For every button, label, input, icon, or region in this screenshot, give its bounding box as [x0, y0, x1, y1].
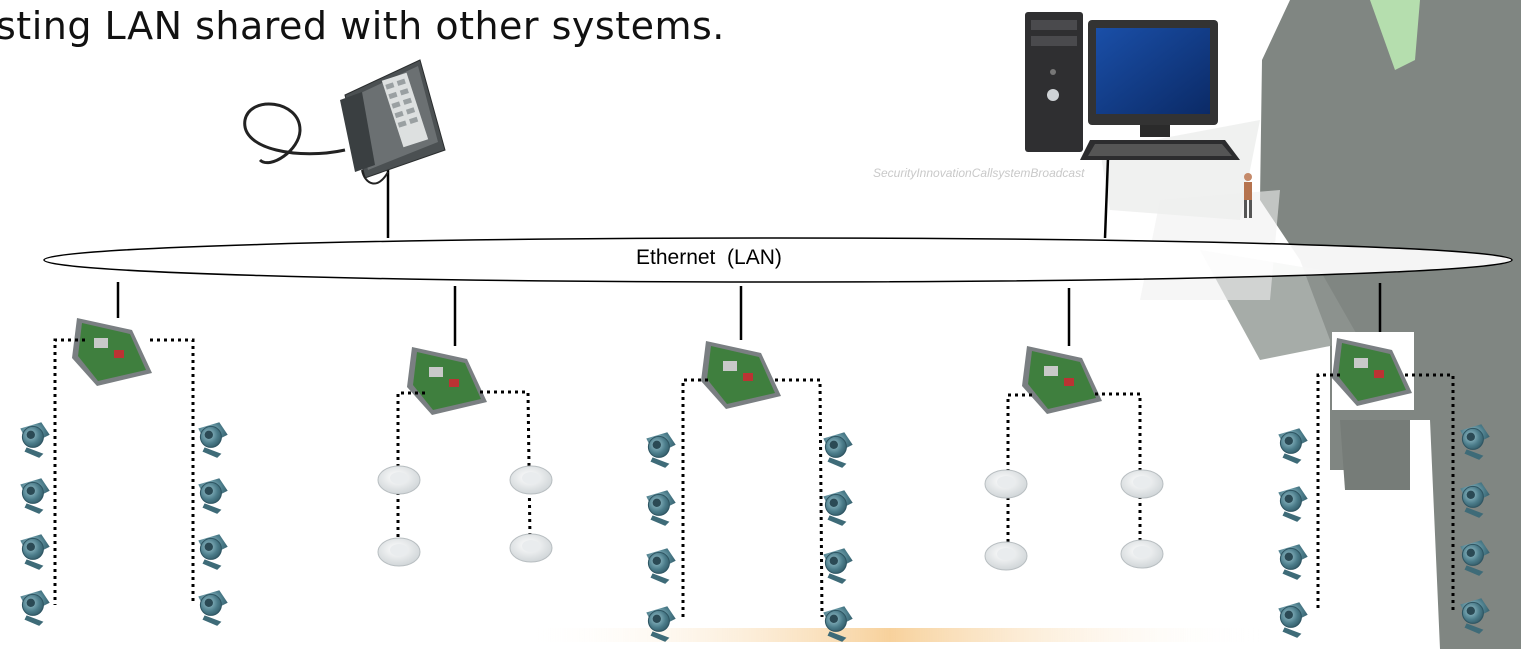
horn-speaker-icon: [1277, 423, 1491, 639]
horn-speaker-icon: [19, 421, 229, 627]
lan-drop-lines: [116, 282, 1382, 346]
ceiling-speaker-icon: [377, 465, 553, 567]
speaker-wiring: [53, 338, 1455, 618]
watermark-text: SecurityInnovationCallsystemBroadcast: [873, 166, 1085, 180]
computer-lan-link: [1103, 157, 1110, 239]
distant-figure: [1244, 173, 1252, 218]
desk-phone-icon: [243, 59, 446, 185]
ceiling-speaker-icon: [984, 469, 1164, 571]
desktop-computer-icon: [1025, 12, 1240, 160]
amplifier-board-icon: [72, 318, 1414, 415]
ethernet-lan-label: Ethernet (LAN): [636, 246, 782, 269]
ethernet-lan-ellipse: [43, 237, 1513, 283]
slide-headline: sting LAN shared with other systems.: [0, 4, 725, 48]
decorative-gradient-bar: [520, 628, 1260, 642]
